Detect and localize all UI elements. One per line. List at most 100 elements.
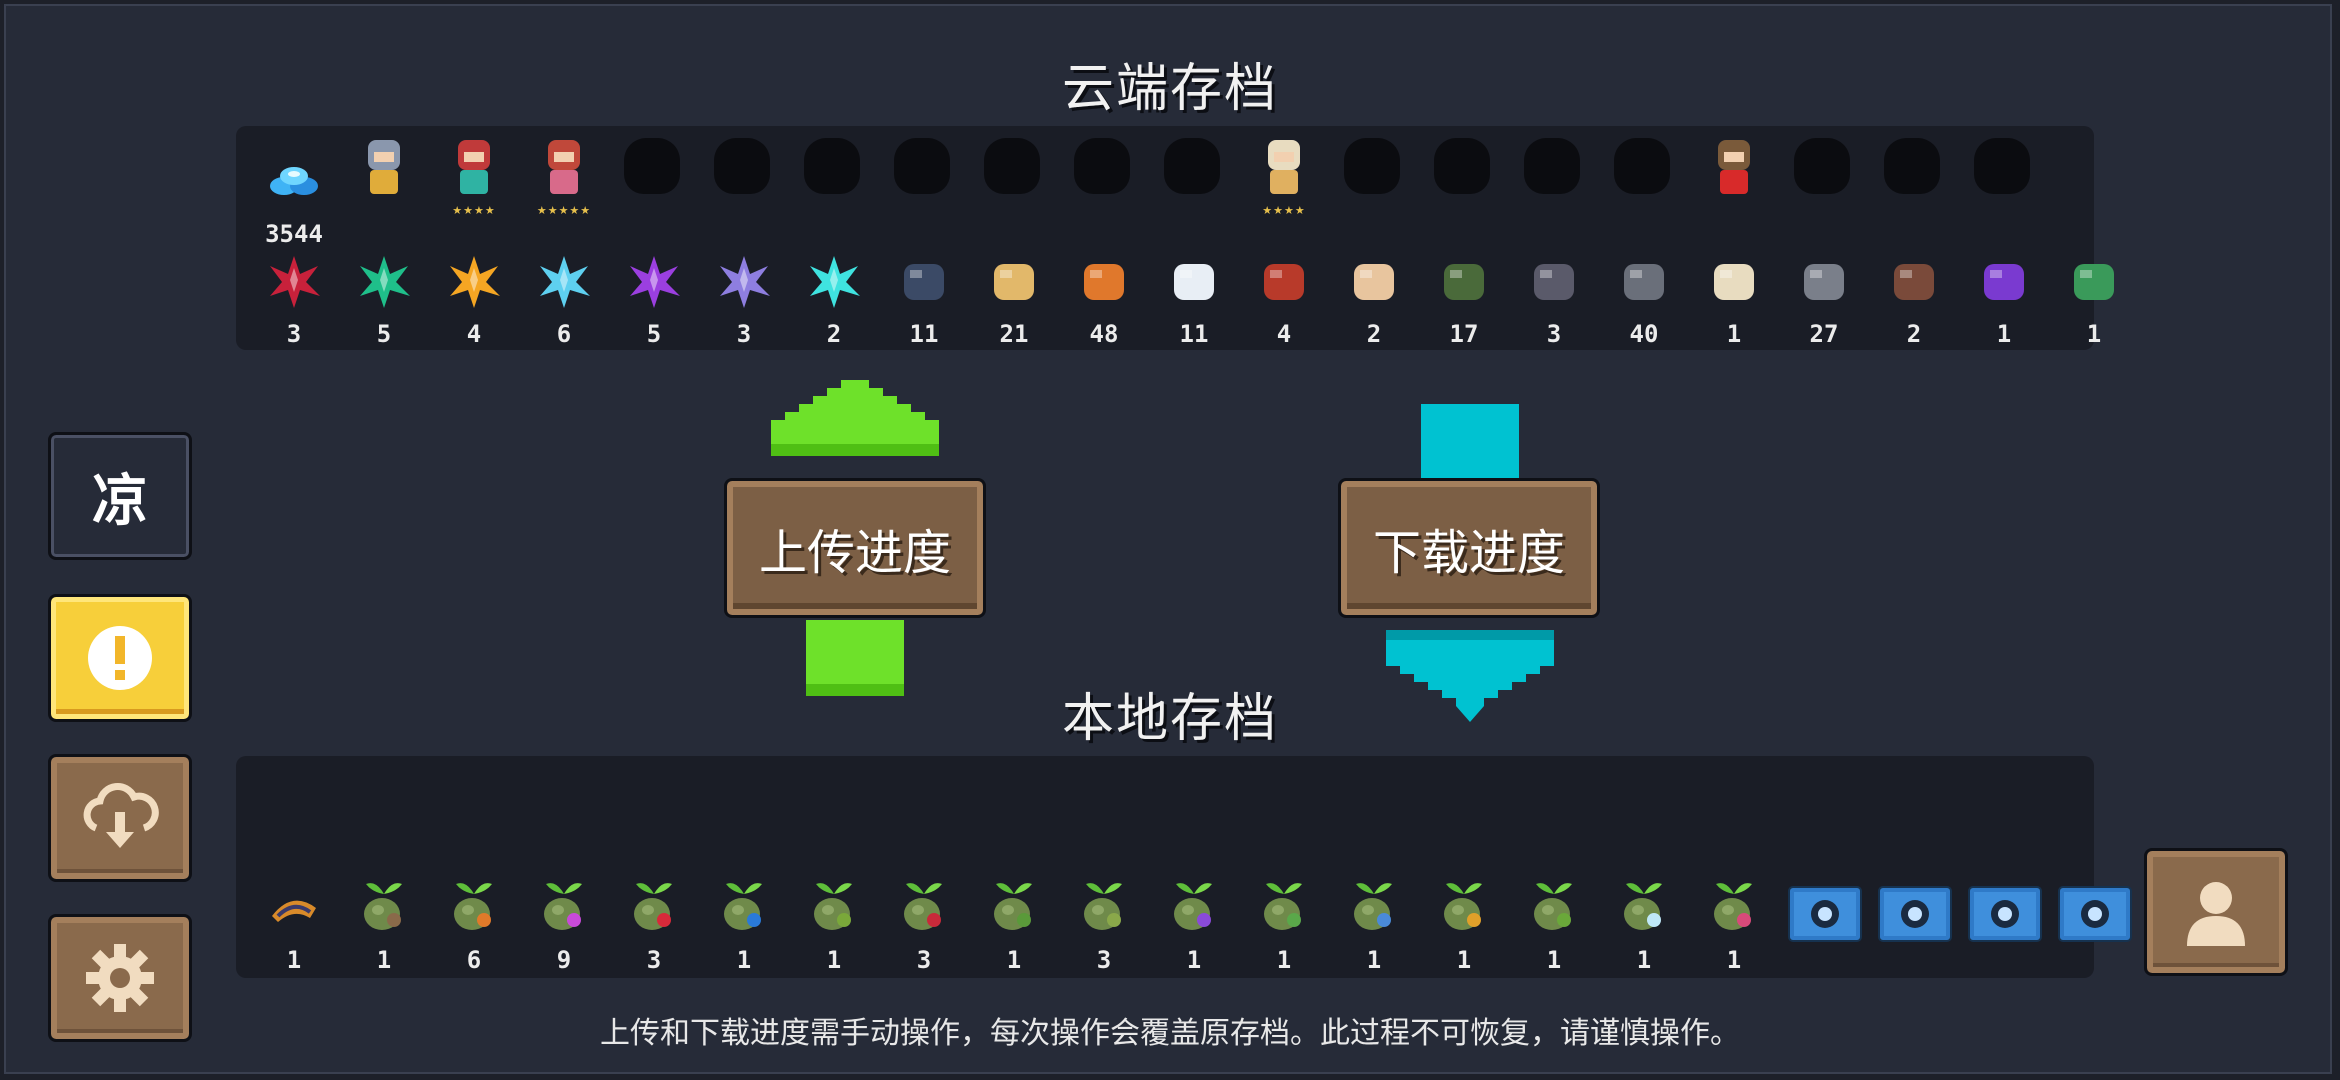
priest-portrait-icon — [1254, 134, 1314, 194]
seed-slot: 1 — [1514, 876, 1594, 1006]
material-slot: 1 — [1694, 252, 1774, 382]
seed-slot: 1 — [974, 876, 1054, 1006]
material-count: 11 — [909, 320, 939, 348]
material-slot: 1 — [1964, 252, 2044, 382]
rogue-portrait-icon — [444, 134, 504, 194]
locked-character-slot — [794, 134, 874, 264]
mushroom-seed-icon — [1434, 876, 1494, 936]
material-slot: 3 — [254, 252, 334, 382]
settings-button[interactable] — [48, 914, 192, 1042]
material-count: 5 — [646, 320, 662, 348]
locked-character-slot — [1424, 134, 1504, 264]
locked-character-slot — [614, 134, 694, 264]
seed-count: 1 — [1366, 946, 1382, 974]
account-button[interactable]: 凉 — [48, 432, 192, 560]
herb-seed-icon — [1254, 876, 1314, 936]
seed-count: 3 — [916, 946, 932, 974]
red-flower-seed-icon — [624, 876, 684, 936]
seed-slot: 1 — [254, 876, 334, 1006]
material-count: 5 — [376, 320, 392, 348]
orange-crystal-icon — [444, 252, 504, 312]
local-item-slot — [1784, 886, 1864, 1016]
seed-count: 1 — [1186, 946, 1202, 974]
seed-count: 1 — [1546, 946, 1562, 974]
locked-character-silhouette — [1614, 138, 1670, 194]
character-stars: ★★★★ — [1262, 204, 1306, 217]
seed-count: 3 — [646, 946, 662, 974]
material-slot: 6 — [524, 252, 604, 382]
material-count: 6 — [556, 320, 572, 348]
locked-character-silhouette — [624, 138, 680, 194]
locked-character-silhouette — [1884, 138, 1940, 194]
box-icon — [1884, 252, 1944, 312]
locked-character-slot — [1064, 134, 1144, 264]
partial-item-icon — [2058, 886, 2132, 946]
badge-icon — [1344, 252, 1404, 312]
profile-button[interactable] — [2144, 848, 2288, 976]
purple-crystal-icon — [624, 252, 684, 312]
material-slot: 3 — [1514, 252, 1594, 382]
seed-slot: 1 — [704, 876, 784, 1006]
green-block-icon — [2064, 252, 2124, 312]
material-slot: 48 — [1064, 252, 1144, 382]
material-count: 21 — [999, 320, 1029, 348]
local-item-slot — [2054, 886, 2134, 1016]
seed-count: 1 — [1276, 946, 1292, 974]
material-count: 2 — [1366, 320, 1382, 348]
rainbow-seed-icon — [534, 876, 594, 936]
feather-icon — [1164, 252, 1224, 312]
material-count: 2 — [1906, 320, 1922, 348]
seed-count: 1 — [736, 946, 752, 974]
camera-icon — [1788, 886, 1862, 946]
bluebell-seed-icon — [1344, 876, 1404, 936]
locked-character-silhouette — [804, 138, 860, 194]
locked-character-silhouette — [1074, 138, 1130, 194]
upload-progress-button[interactable]: 上传进度 — [724, 478, 986, 618]
local-save-title: 本地存档 — [1061, 689, 1278, 749]
locked-character-slot — [1964, 134, 2044, 264]
ufo-icon — [1968, 886, 2042, 946]
material-count: 4 — [466, 320, 482, 348]
gem-icon — [270, 167, 318, 195]
seed-slot: 1 — [794, 876, 874, 1006]
seed-slot: 6 — [434, 876, 514, 1006]
locked-character-slot — [1604, 134, 1684, 264]
battery-icon — [1434, 252, 1494, 312]
locked-character-silhouette — [1794, 138, 1850, 194]
horn-seed-icon — [264, 876, 324, 936]
alert-button[interactable] — [48, 594, 192, 722]
locked-character-silhouette — [1974, 138, 2030, 194]
material-count: 3 — [736, 320, 752, 348]
cloud-sync-button[interactable] — [48, 754, 192, 882]
locked-character-silhouette — [714, 138, 770, 194]
locked-character-slot — [1334, 134, 1414, 264]
seed-slot: 1 — [344, 876, 424, 1006]
material-slot: 40 — [1604, 252, 1684, 382]
local-item-slot — [1874, 886, 1954, 1016]
green-crystal-icon — [354, 252, 414, 312]
cyan-crystal-icon — [804, 252, 864, 312]
fish-orb-icon — [894, 252, 954, 312]
material-count: 1 — [2086, 320, 2102, 348]
seed-count: 9 — [556, 946, 572, 974]
material-count: 1 — [1996, 320, 2012, 348]
character-stars: ★★★★ — [452, 204, 496, 217]
download-progress-button[interactable]: 下载进度 — [1338, 478, 1600, 618]
blue-flower-seed-icon — [714, 876, 774, 936]
gear-icon — [86, 944, 154, 1012]
locked-character-silhouette — [894, 138, 950, 194]
cloud-save-title: 云端存档 — [1061, 59, 1278, 119]
locked-character-slot — [884, 134, 964, 264]
engineer-portrait-icon — [1704, 134, 1764, 194]
material-count: 11 — [1179, 320, 1209, 348]
cloud-download-icon — [83, 783, 159, 848]
seed-slot: 1 — [1154, 876, 1234, 1006]
material-count: 2 — [826, 320, 842, 348]
seed-slot: 3 — [614, 876, 694, 1006]
seed-count: 1 — [826, 946, 842, 974]
seed-count: 1 — [1456, 946, 1472, 974]
character-slot-rogue: ★★★★ — [434, 134, 514, 264]
seed-slot: 1 — [1334, 876, 1414, 1006]
violet-crystal-icon — [714, 252, 774, 312]
